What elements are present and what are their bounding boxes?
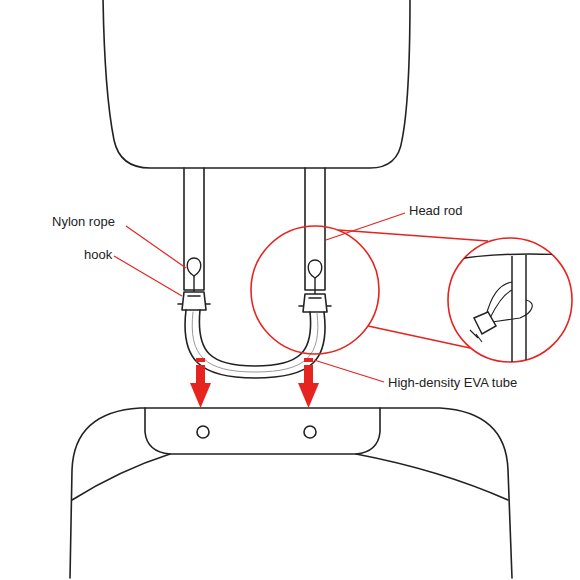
seat-panel (145, 408, 380, 454)
nylon-rope (187, 258, 201, 276)
eva-tube (192, 312, 318, 372)
head-rod (305, 168, 325, 290)
hook (303, 294, 327, 312)
nylon-rope (308, 260, 322, 278)
nylon-rope (314, 278, 315, 294)
part-label: Nylon rope (52, 214, 115, 230)
part-label: High-density EVA tube (388, 375, 517, 391)
rod-hole (304, 426, 316, 438)
eva-tube (199, 310, 310, 366)
hook (299, 298, 331, 306)
headrest (103, 0, 410, 168)
nylon-rope (193, 276, 194, 292)
seat-seam (72, 454, 508, 500)
insert-arrows (190, 358, 319, 408)
rod-hole (197, 426, 209, 438)
head-rod (184, 168, 204, 290)
hook (182, 292, 206, 310)
hook (178, 296, 210, 304)
part-label: hook (84, 247, 112, 263)
seat-back (70, 408, 512, 578)
inset-detail (440, 254, 580, 370)
leader-line (114, 213, 405, 382)
magnifier (251, 226, 572, 362)
part-label: Head rod (409, 203, 462, 219)
